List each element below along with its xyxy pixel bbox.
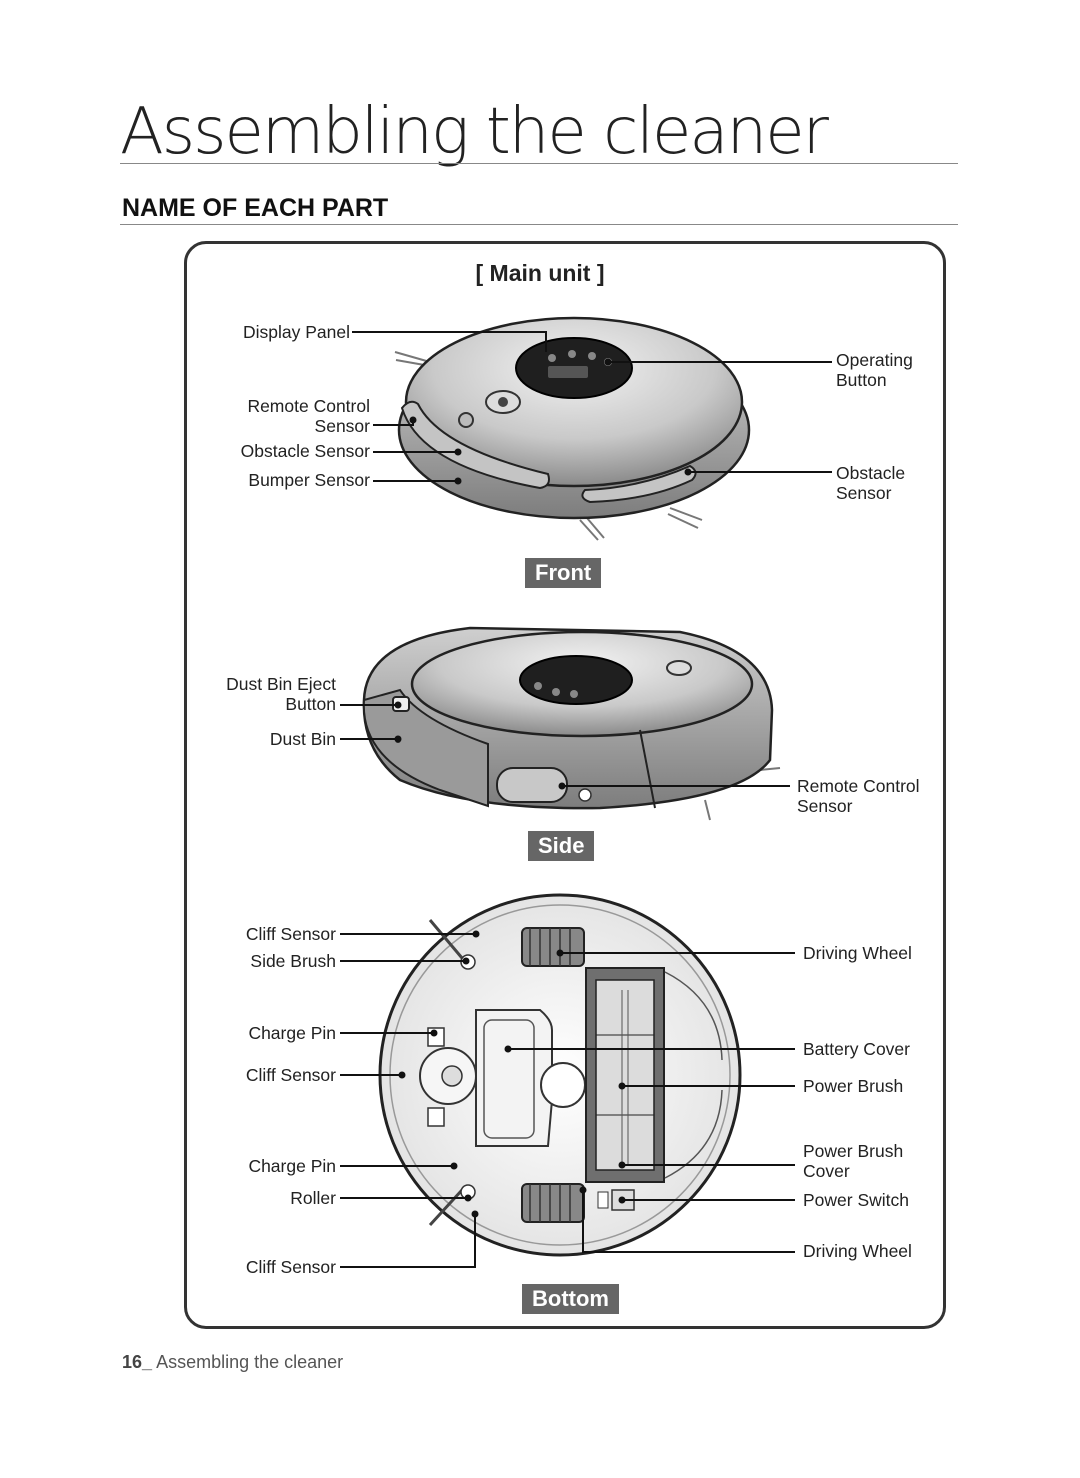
page-footer: 16_ Assembling the cleaner bbox=[122, 1352, 343, 1373]
label-obstacle-sensor-right: Obstacle Sensor bbox=[836, 463, 906, 503]
section-divider bbox=[120, 224, 958, 225]
label-power-brush: Power Brush bbox=[803, 1076, 904, 1096]
leader-lines bbox=[340, 331, 832, 1268]
label-power-brush-cover: Power Brush Cover bbox=[803, 1141, 904, 1181]
title-divider bbox=[120, 163, 958, 164]
main-unit-heading: [ Main unit ] bbox=[475, 260, 605, 286]
label-display-panel: Display Panel bbox=[243, 322, 350, 342]
leader-dots bbox=[394, 358, 692, 1218]
label-charge-pin-1: Charge Pin bbox=[248, 1023, 336, 1043]
label-charge-pin-2: Charge Pin bbox=[248, 1156, 336, 1176]
label-power-switch: Power Switch bbox=[803, 1190, 910, 1210]
page-title: Assembling the cleaner bbox=[120, 95, 829, 169]
side-view-tag: Side bbox=[528, 831, 595, 861]
label-bumper-sensor: Bumper Sensor bbox=[248, 470, 370, 490]
label-roller: Roller bbox=[290, 1188, 336, 1208]
label-cliff-sensor-1: Cliff Sensor bbox=[245, 924, 336, 944]
label-driving-wheel-2: Driving Wheel bbox=[803, 1241, 912, 1261]
page-number: 16_ bbox=[122, 1352, 153, 1372]
label-operating-button: Operating Button bbox=[836, 350, 913, 390]
label-remote-control-sensor-side: Remote Control Sensor bbox=[797, 776, 920, 816]
label-obstacle-sensor-left: Obstacle Sensor bbox=[240, 441, 370, 461]
footer-text: Assembling the cleaner bbox=[156, 1352, 344, 1372]
front-view-robot bbox=[394, 316, 751, 541]
label-cliff-sensor-3: Cliff Sensor bbox=[245, 1257, 336, 1277]
label-remote-control-sensor-front: Remote Control Sensor bbox=[247, 396, 370, 436]
label-battery-cover: Battery Cover bbox=[803, 1039, 910, 1059]
main-unit-panel bbox=[184, 241, 946, 1329]
label-side-brush: Side Brush bbox=[250, 951, 336, 971]
label-dust-bin-eject-button: Dust Bin Eject Button bbox=[226, 674, 336, 714]
side-view-robot bbox=[362, 626, 781, 821]
bottom-view-tag: Bottom bbox=[522, 1284, 619, 1314]
label-dust-bin: Dust Bin bbox=[269, 729, 336, 749]
label-cliff-sensor-2: Cliff Sensor bbox=[245, 1065, 336, 1085]
label-driving-wheel-1: Driving Wheel bbox=[803, 943, 912, 963]
front-view-tag: Front bbox=[525, 558, 602, 588]
section-heading: NAME OF EACH PART bbox=[122, 194, 389, 222]
